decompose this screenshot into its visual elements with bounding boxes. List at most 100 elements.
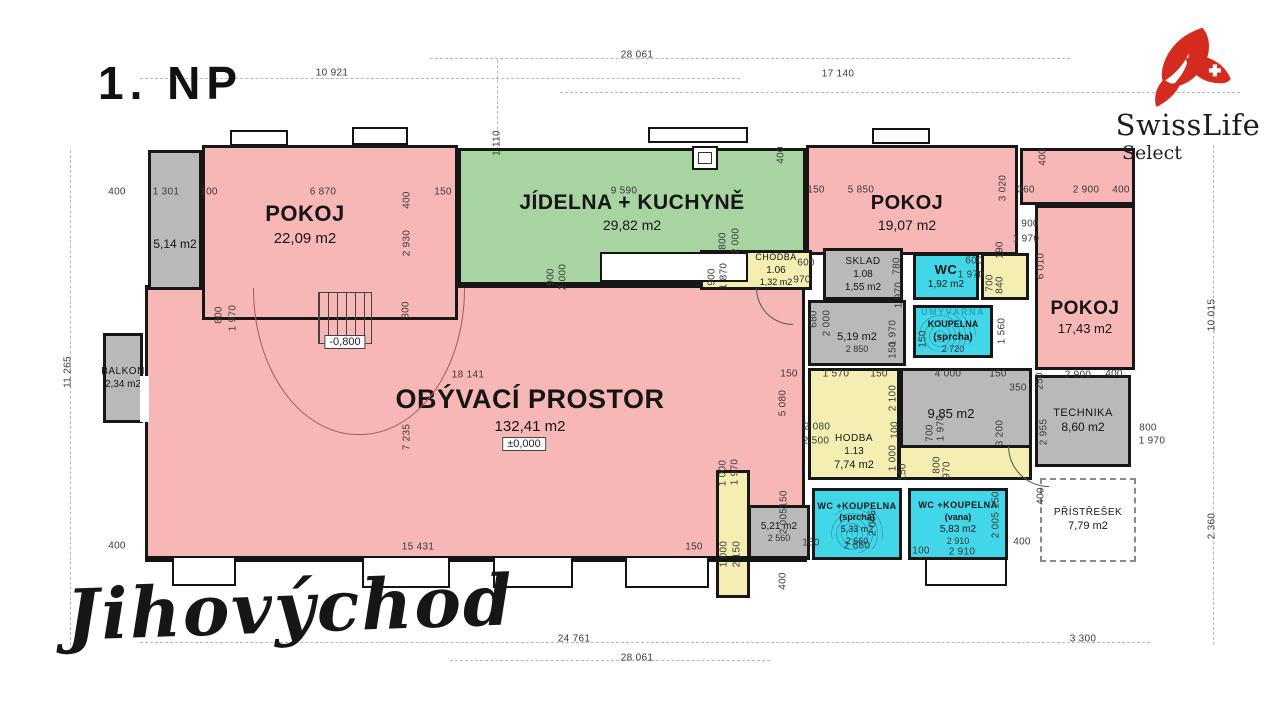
room-name: PŘÍSTŘEŠEK [1053,507,1123,519]
dimension-label: 400 [775,146,787,164]
dimension-label: 1 570 [822,368,850,380]
dimension-label: 15 431 [401,541,435,553]
orientation-label: Jihovýchod [64,558,516,657]
dimension-label: 1 970 [1138,435,1166,447]
dimension-label: 970 [941,461,953,479]
room-label: POKOJ 19,07 m2 [871,190,944,234]
dimension-label: 150 [887,341,899,359]
dim-line [450,660,770,661]
dimension-label: 2 005 [867,509,879,537]
dimension-label: 150 [802,537,820,549]
dimension-label: 250 [1034,372,1046,390]
dimension-label: 11 265 [62,356,74,388]
room-area: 5,83 m2 [939,524,977,536]
dimension-label: 6 870 [309,186,337,198]
room-area: 8,60 m2 [1061,420,1105,435]
room-name: 2 720 [921,344,985,356]
dimension-label: 400 [1105,368,1123,380]
room-wc-koupelna-sprcha: WC +KOUPELNA(sprcha)5,33 m22 660 [812,488,902,560]
dimension-label: 2 900 [1072,184,1100,196]
dimension-label: 2 500 [802,435,830,447]
room-name: 2 660 [817,536,896,548]
dimension-label: 100 [912,545,930,557]
room-yellow-nook [981,253,1029,300]
dim-line [1213,145,1214,645]
room-area: 19,07 m2 [877,216,937,233]
dimension-label: 2 080 [803,421,831,433]
window-bay [172,558,236,586]
room-area: 5,33 m2 [817,524,896,536]
dimension-label: 5 850 [847,184,875,196]
room-label: UMÝVÁRNAKOUPELNA(sprcha)2 720 [921,307,985,355]
dimension-label: 5 080 [777,389,789,417]
room-name: BALKON [101,366,145,377]
swisslife-brand: SwissLife [1115,108,1261,142]
level-mark: ±0,000 [502,437,546,451]
room-area: 5,19 m2 [837,331,877,343]
room-name: SKLAD [845,255,881,267]
room-name: TECHNIKA [1053,407,1113,420]
dimension-label: 2 910 [948,546,976,558]
dimension-label: 150 [434,186,452,198]
window-bay [362,558,450,588]
dimension-label: 1 000 [717,459,729,487]
dimension-label: 400 [108,540,126,552]
dimension-label: 150 [989,368,1007,380]
room-area: 1,92 m2 [927,279,965,291]
room-name: POKOJ [265,201,345,227]
dim-line [140,78,740,79]
dimension-label: 1 970 [893,281,905,309]
dimension-label: 800 [1139,422,1157,434]
dimension-label: 400 [401,191,413,209]
room-name: HODBA [834,432,874,444]
page-title: 1. NP [98,57,244,109]
dimension-label: 1 970 [1012,233,1040,245]
dimension-label: 970 [793,274,811,286]
dimension-label: 150 [778,490,790,508]
dimension-label: 3 300 [1069,633,1097,645]
room-area: 5,14 m2 [153,237,197,252]
room-area: 29,82 m2 [602,217,662,234]
room-name: JÍDELNA + KUCHYNĚ [519,190,745,214]
room-name: WC +KOUPELNA [918,499,998,510]
dimension-label: 900 [1021,218,1039,230]
dimension-label: 1 301 [152,186,180,198]
room-area: 7,74 m2 [834,458,874,471]
dimension-label: 400 [1112,184,1130,196]
dimension-label: 800 [717,232,729,250]
dimension-label: 1 970 [227,304,239,332]
dimension-label: 150 [807,184,825,196]
dimension-label: 24 761 [557,633,591,645]
kitchen-counter [600,252,748,282]
room-name: POKOJ [870,191,944,214]
room-name: POKOJ [1050,297,1120,319]
room-area: 132,41 m2 [494,417,566,435]
dimension-label: 1 970 [729,458,741,486]
swisslife-logo: SwissLife Select [1108,26,1268,164]
bottom-wall [145,556,807,562]
dimension-label: 1 560 [996,317,1008,345]
room-number: 1.13 [844,445,864,457]
dimension-label: 780 [891,257,903,275]
room-name: (sprcha) [817,512,896,524]
window [648,127,748,143]
dimension-label: 2 000 [557,263,569,291]
dim-line [430,58,1070,59]
dimension-label: 1 110 [491,130,503,156]
